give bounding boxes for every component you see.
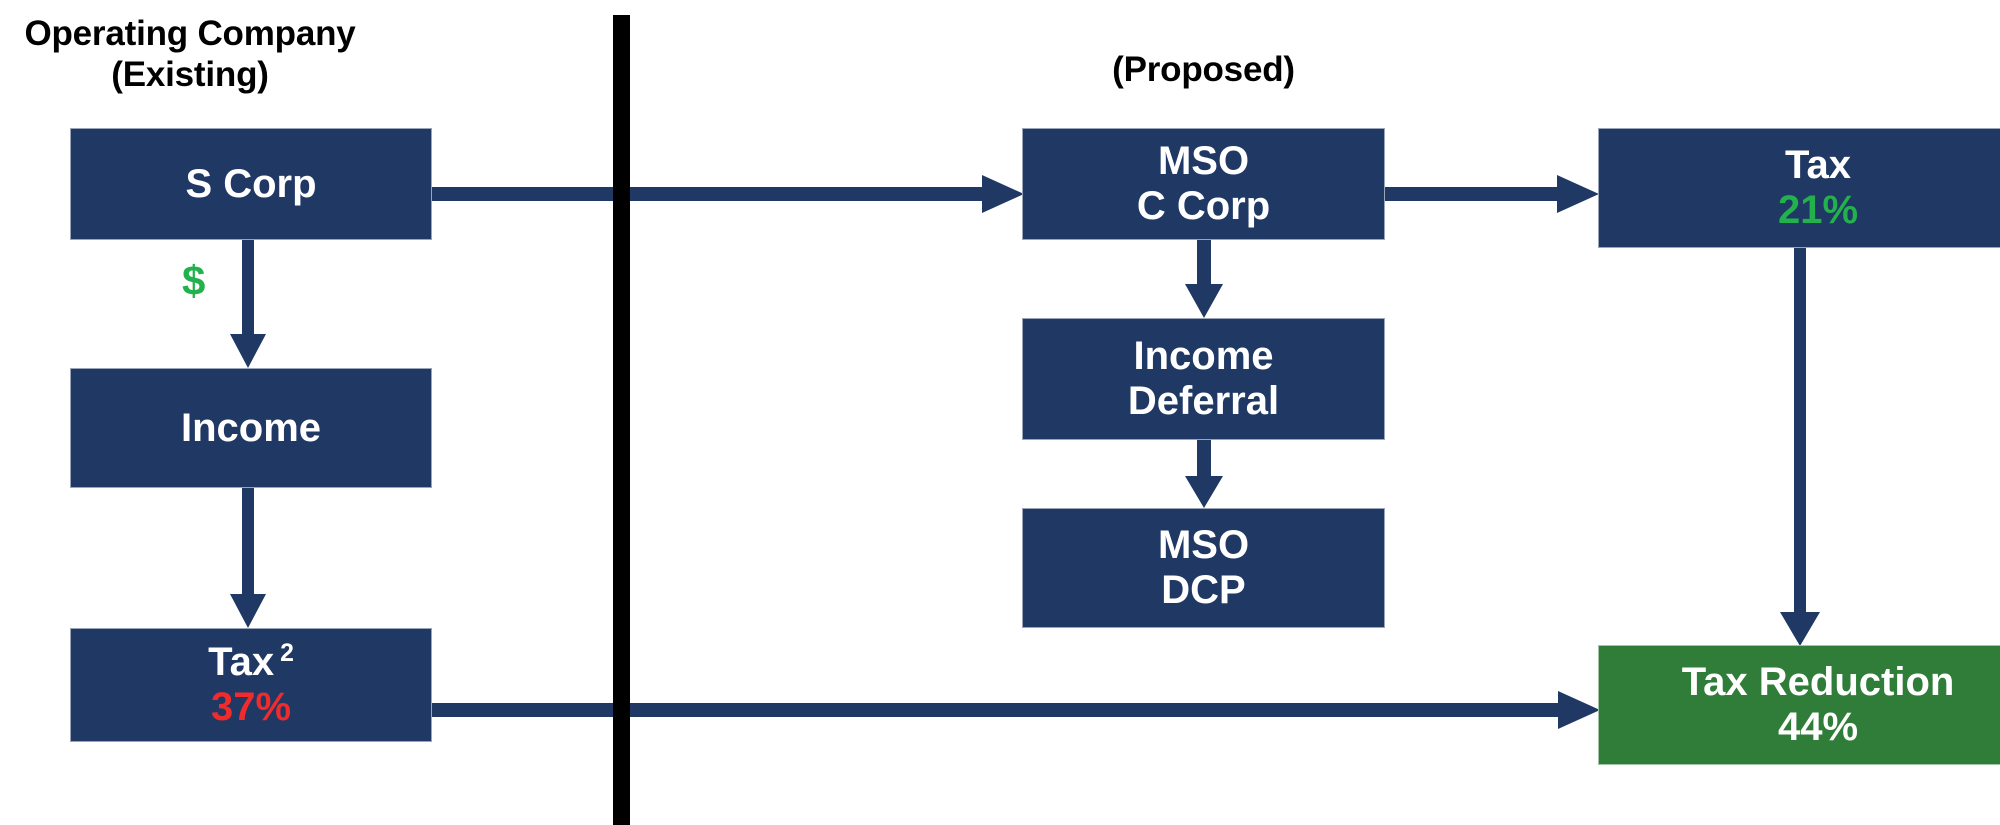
- node-mso-c-corp-line1: MSO: [1157, 139, 1250, 184]
- node-mso-c-corp[interactable]: MSO C Corp: [1022, 128, 1385, 240]
- node-income-deferral-line2: Deferral: [1127, 379, 1280, 423]
- dollar-sign-label: $: [182, 257, 206, 304]
- node-tax-existing-title: Tax: [208, 640, 275, 685]
- node-income[interactable]: Income: [70, 368, 432, 488]
- panel-divider: [613, 15, 630, 825]
- connector-scorp-to-mso: [430, 172, 1026, 216]
- node-tax-proposed-rate: 21%: [1777, 188, 1859, 232]
- node-tax-proposed-label: Tax: [1785, 143, 1851, 188]
- heading-existing: Operating Company (Existing): [24, 14, 356, 94]
- node-mso-dcp[interactable]: MSO DCP: [1022, 508, 1385, 628]
- node-income-deferral-line1: Income: [1133, 334, 1274, 379]
- connector-tax-proposed-to-tax-reduction: [1778, 246, 1822, 650]
- connector-scorp-to-income: [228, 238, 268, 372]
- node-s-corp-label: S Corp: [185, 161, 317, 206]
- node-tax-reduction-rate: 44%: [1777, 705, 1859, 749]
- connector-tax-existing-to-tax-reduction: [430, 688, 1602, 732]
- node-income-deferral[interactable]: Income Deferral: [1022, 318, 1385, 440]
- node-income-label: Income: [180, 405, 322, 450]
- node-tax-existing-rate: 37%: [210, 685, 292, 729]
- connector-mso-to-income-deferral: [1183, 238, 1225, 322]
- node-mso-dcp-line1: MSO: [1157, 523, 1250, 568]
- connector-income-deferral-to-mso-dcp: [1183, 438, 1225, 512]
- node-mso-c-corp-line2: C Corp: [1136, 184, 1271, 228]
- connector-mso-to-tax-proposed: [1383, 172, 1601, 216]
- connector-income-to-tax: [228, 486, 268, 632]
- node-tax-reduction[interactable]: Tax Reduction 44%: [1598, 645, 2000, 765]
- node-s-corp[interactable]: S Corp: [70, 128, 432, 240]
- node-tax-proposed[interactable]: Tax 21%: [1598, 128, 2000, 248]
- node-tax-existing-footnote: 2: [280, 639, 294, 667]
- heading-proposed: (Proposed): [1112, 50, 1295, 89]
- node-tax-reduction-label: Tax Reduction: [1681, 660, 1955, 705]
- node-mso-dcp-line2: DCP: [1161, 568, 1246, 612]
